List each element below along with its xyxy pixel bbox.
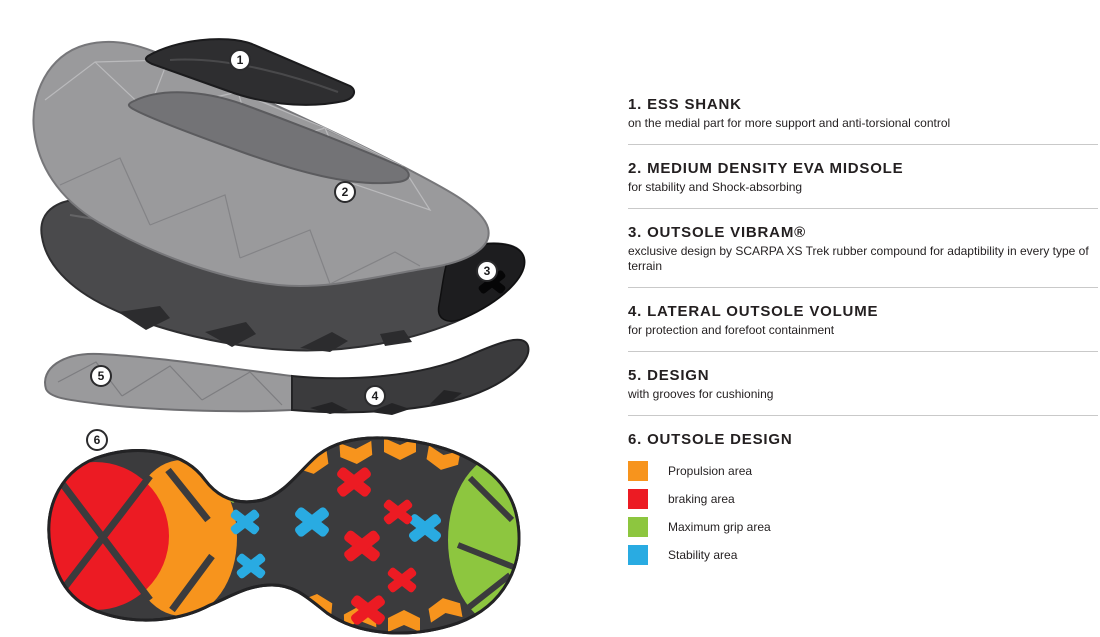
legend-section-outsole-vibram: 3. OUTSOLE VIBRAM® exclusive design by S… <box>628 224 1098 274</box>
feature-legend: 1. ESS SHANK on the medial part for more… <box>628 96 1098 573</box>
section-title: 4. LATERAL OUTSOLE VOLUME <box>628 303 879 320</box>
outsole-color-key: Propulsion area braking area Maximum gri… <box>628 461 1098 565</box>
legend-section-outsole-design: 6. OUTSOLE DESIGN Propulsion area brakin… <box>628 431 1098 565</box>
grip-zone-toe <box>448 452 519 628</box>
marker-3: 3 <box>476 260 498 282</box>
marker-2: 2 <box>334 181 356 203</box>
ess-shank-layer <box>144 38 356 106</box>
legend-divider <box>628 208 1098 209</box>
key-label: braking area <box>668 492 735 506</box>
marker-1: 1 <box>229 49 251 71</box>
section-title: 3. OUTSOLE VIBRAM® <box>628 224 806 241</box>
key-row-braking: braking area <box>628 489 1098 509</box>
midsole-groove <box>127 91 410 185</box>
section-title: 6. OUTSOLE DESIGN <box>628 431 793 448</box>
design-layer <box>44 352 293 413</box>
key-row-propulsion: Propulsion area <box>628 461 1098 481</box>
stability-swatch <box>628 545 648 565</box>
grip-swatch <box>628 517 648 537</box>
section-description: with grooves for cushioning <box>628 387 774 401</box>
marker-6: 6 <box>86 429 108 451</box>
braking-swatch <box>628 489 648 509</box>
key-row-stability: Stability area <box>628 545 1098 565</box>
legend-divider <box>628 351 1098 352</box>
legend-section-design: 5. DESIGN with grooves for cushioning <box>628 367 1098 402</box>
legend-section-lateral-outsole: 4. LATERAL OUTSOLE VOLUME for protection… <box>628 303 1098 338</box>
lateral-outsole-layer <box>291 338 530 415</box>
legend-divider <box>628 415 1098 416</box>
propulsion-swatch <box>628 461 648 481</box>
legend-divider <box>628 287 1098 288</box>
section-title: 2. MEDIUM DENSITY EVA MIDSOLE <box>628 160 904 177</box>
section-title: 1. ESS SHANK <box>628 96 742 113</box>
legend-divider <box>628 144 1098 145</box>
exploded-sole-diagram <box>32 38 530 635</box>
section-title: 5. DESIGN <box>628 367 710 384</box>
legend-section-eva-midsole: 2. MEDIUM DENSITY EVA MIDSOLE for stabil… <box>628 160 1098 195</box>
legend-section-ess-shank: 1. ESS SHANK on the medial part for more… <box>628 96 1098 131</box>
key-label: Stability area <box>668 548 738 562</box>
section-description: exclusive design by SCARPA XS Trek rubbe… <box>628 244 1089 273</box>
marker-4: 4 <box>364 385 386 407</box>
outsole-bottom-view <box>47 436 521 635</box>
key-label: Maximum grip area <box>668 520 771 534</box>
key-row-grip: Maximum grip area <box>628 517 1098 537</box>
key-label: Propulsion area <box>668 464 753 478</box>
section-description: for protection and forefoot containment <box>628 323 835 337</box>
outsole-toe-cap <box>437 242 526 322</box>
marker-5: 5 <box>90 365 112 387</box>
section-description: on the medial part for more support and … <box>628 116 951 130</box>
section-description: for stability and Shock-absorbing <box>628 180 803 194</box>
eva-midsole-layer <box>32 40 490 288</box>
